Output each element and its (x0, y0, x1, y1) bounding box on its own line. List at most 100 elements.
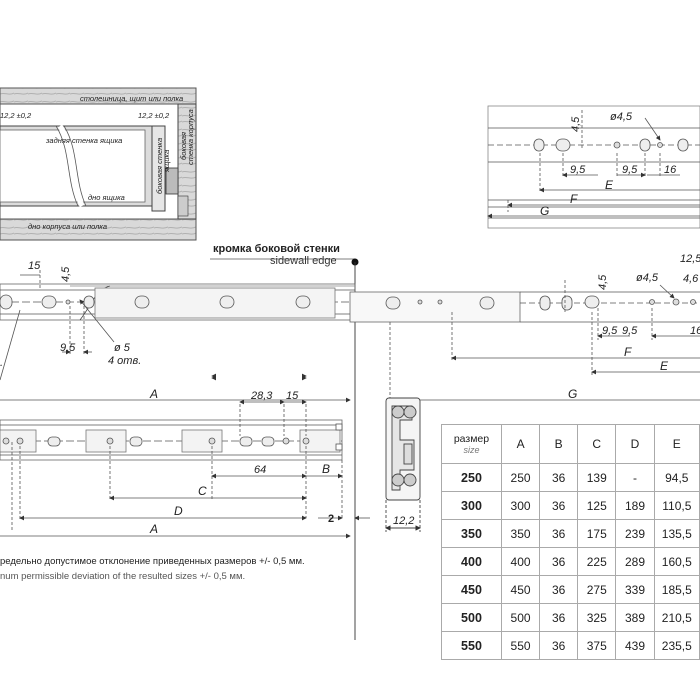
value-cell-d: 239 (615, 519, 655, 548)
dim-f: F (570, 192, 578, 206)
size-cell: 550 (441, 631, 502, 660)
value-cell-c: 175 (577, 519, 617, 548)
value-cell-b: 36 (539, 631, 579, 660)
dim-b: B (322, 462, 330, 476)
tolerance-note-ru: редельно допустимое отклонение приведенн… (0, 556, 305, 567)
column-header-a: A (500, 424, 541, 464)
main-rail-dims: 15 4,5 9,5 ø 5 4 отв. . A 12,5 4,6 4,5 ø… (0, 253, 700, 401)
dim-hole-5: ø 5 (114, 342, 131, 354)
dim-right: 12,2 ±0,2 (138, 111, 170, 120)
value-cell-d: - (615, 463, 655, 492)
dim-15: 15 (28, 260, 41, 272)
dim-hole-4-5: ø4,5 (610, 111, 633, 123)
value-cell-a: 250 (500, 463, 541, 492)
size-cell: 450 (441, 575, 502, 604)
dim-12-2: 12,2 (393, 515, 414, 527)
value-cell-b: 36 (539, 547, 579, 576)
value-cell-a: 350 (500, 519, 541, 548)
value-cell-c: 375 (577, 631, 617, 660)
sidewall-edge-label-ru: кромка боковой стенки (213, 243, 340, 255)
top-right-dims: 4,5 ø4,5 9,5 9,5 16 E F G (540, 111, 677, 218)
dim-2: 2 (328, 513, 334, 525)
top-label: столешница, щит или полка (80, 94, 183, 103)
main-rail (0, 270, 700, 404)
dim-f-right: F (624, 345, 632, 359)
column-header-d: D (615, 424, 655, 464)
sidewall-edge (210, 258, 359, 640)
value-cell-b: 36 (539, 575, 579, 604)
dim-9-5-a: 9,5 (570, 164, 586, 176)
dim-4-6: 4,6 (683, 273, 699, 285)
value-cell-a: 550 (500, 631, 541, 660)
cabinet-section: столешница, щит или полка задняя стенка … (0, 87, 197, 241)
value-cell-d: 339 (615, 575, 655, 604)
value-cell-a: 300 (500, 491, 541, 520)
value-cell-e: 185,5 (653, 575, 700, 604)
bottom-rail (0, 375, 343, 520)
value-cell-c: 275 (577, 575, 617, 604)
size-header-ru: размер (453, 433, 490, 445)
dim-9-5-right-b: 9,5 (622, 325, 638, 337)
value-cell-c: 225 (577, 547, 617, 576)
dim-9-5-right-a: 9,5 (602, 325, 618, 337)
dim-a: A (149, 387, 158, 401)
dim-g: G (540, 204, 549, 218)
top-right-detail (487, 105, 700, 229)
lower-dimension-lines-real (0, 442, 370, 539)
dim-e: E (605, 178, 614, 192)
value-cell-a: 450 (500, 575, 541, 604)
value-cell-c: 125 (577, 491, 617, 520)
dim-d: D (174, 504, 183, 518)
dim-9-5: 9,5 (60, 342, 76, 354)
sidewall-edge-label-en: sidewall edge (270, 255, 337, 267)
value-cell-b: 36 (539, 519, 579, 548)
value-cell-e: 235,5 (653, 631, 700, 660)
value-cell-a: 400 (500, 547, 541, 576)
value-cell-d: 389 (615, 603, 655, 632)
value-cell-e: 135,5 (653, 519, 700, 548)
tolerance-note-en: num permissible deviation of the resulte… (0, 571, 246, 582)
value-cell-b: 36 (539, 491, 579, 520)
dim-cut: . (0, 357, 3, 369)
base-label: дно корпуса или полка (28, 222, 107, 231)
dim-64: 64 (254, 464, 266, 476)
profile-section (385, 397, 421, 532)
dim-28-3: 28,3 (250, 390, 273, 402)
value-cell-b: 36 (539, 603, 579, 632)
cabinet-side-label-1: боковая (179, 132, 188, 160)
value-cell-a: 500 (500, 603, 541, 632)
side-wall-label-1: боковая стенка (155, 138, 164, 194)
size-cell: 250 (441, 463, 502, 492)
cabinet-side-label-2: стенка корпуса (186, 109, 195, 165)
size-cell: 350 (441, 519, 502, 548)
dim-left: 12,2 ±0,2 (0, 111, 32, 120)
size-cell: 300 (441, 491, 502, 520)
value-cell-d: 439 (615, 631, 655, 660)
dim-4-5: 4,5 (60, 266, 72, 282)
value-cell-e: 160,5 (653, 547, 700, 576)
dim-16: 16 (664, 164, 677, 176)
value-cell-e: 210,5 (653, 603, 700, 632)
dim-a-bottom: A (149, 522, 158, 536)
dim-16-right: 16 (690, 325, 700, 337)
side-wall-label-2: ящика (162, 150, 171, 173)
dim-15-bottom: 15 (286, 390, 299, 402)
column-header-b: B (539, 424, 579, 464)
value-cell-d: 189 (615, 491, 655, 520)
dim-g-right: G (568, 387, 577, 401)
column-header-e: E (653, 424, 700, 464)
dim-4-5-right: 4,5 (597, 274, 609, 290)
value-cell-d: 289 (615, 547, 655, 576)
back-label: задняя стенка ящика (45, 136, 122, 145)
column-header-c: C (577, 424, 617, 464)
bottom-rail-labels: 28,3 15 64 B C D A 2 (149, 390, 334, 536)
size-table-header: размер size A B C D E (441, 424, 700, 464)
dim-e-right: E (660, 359, 669, 373)
